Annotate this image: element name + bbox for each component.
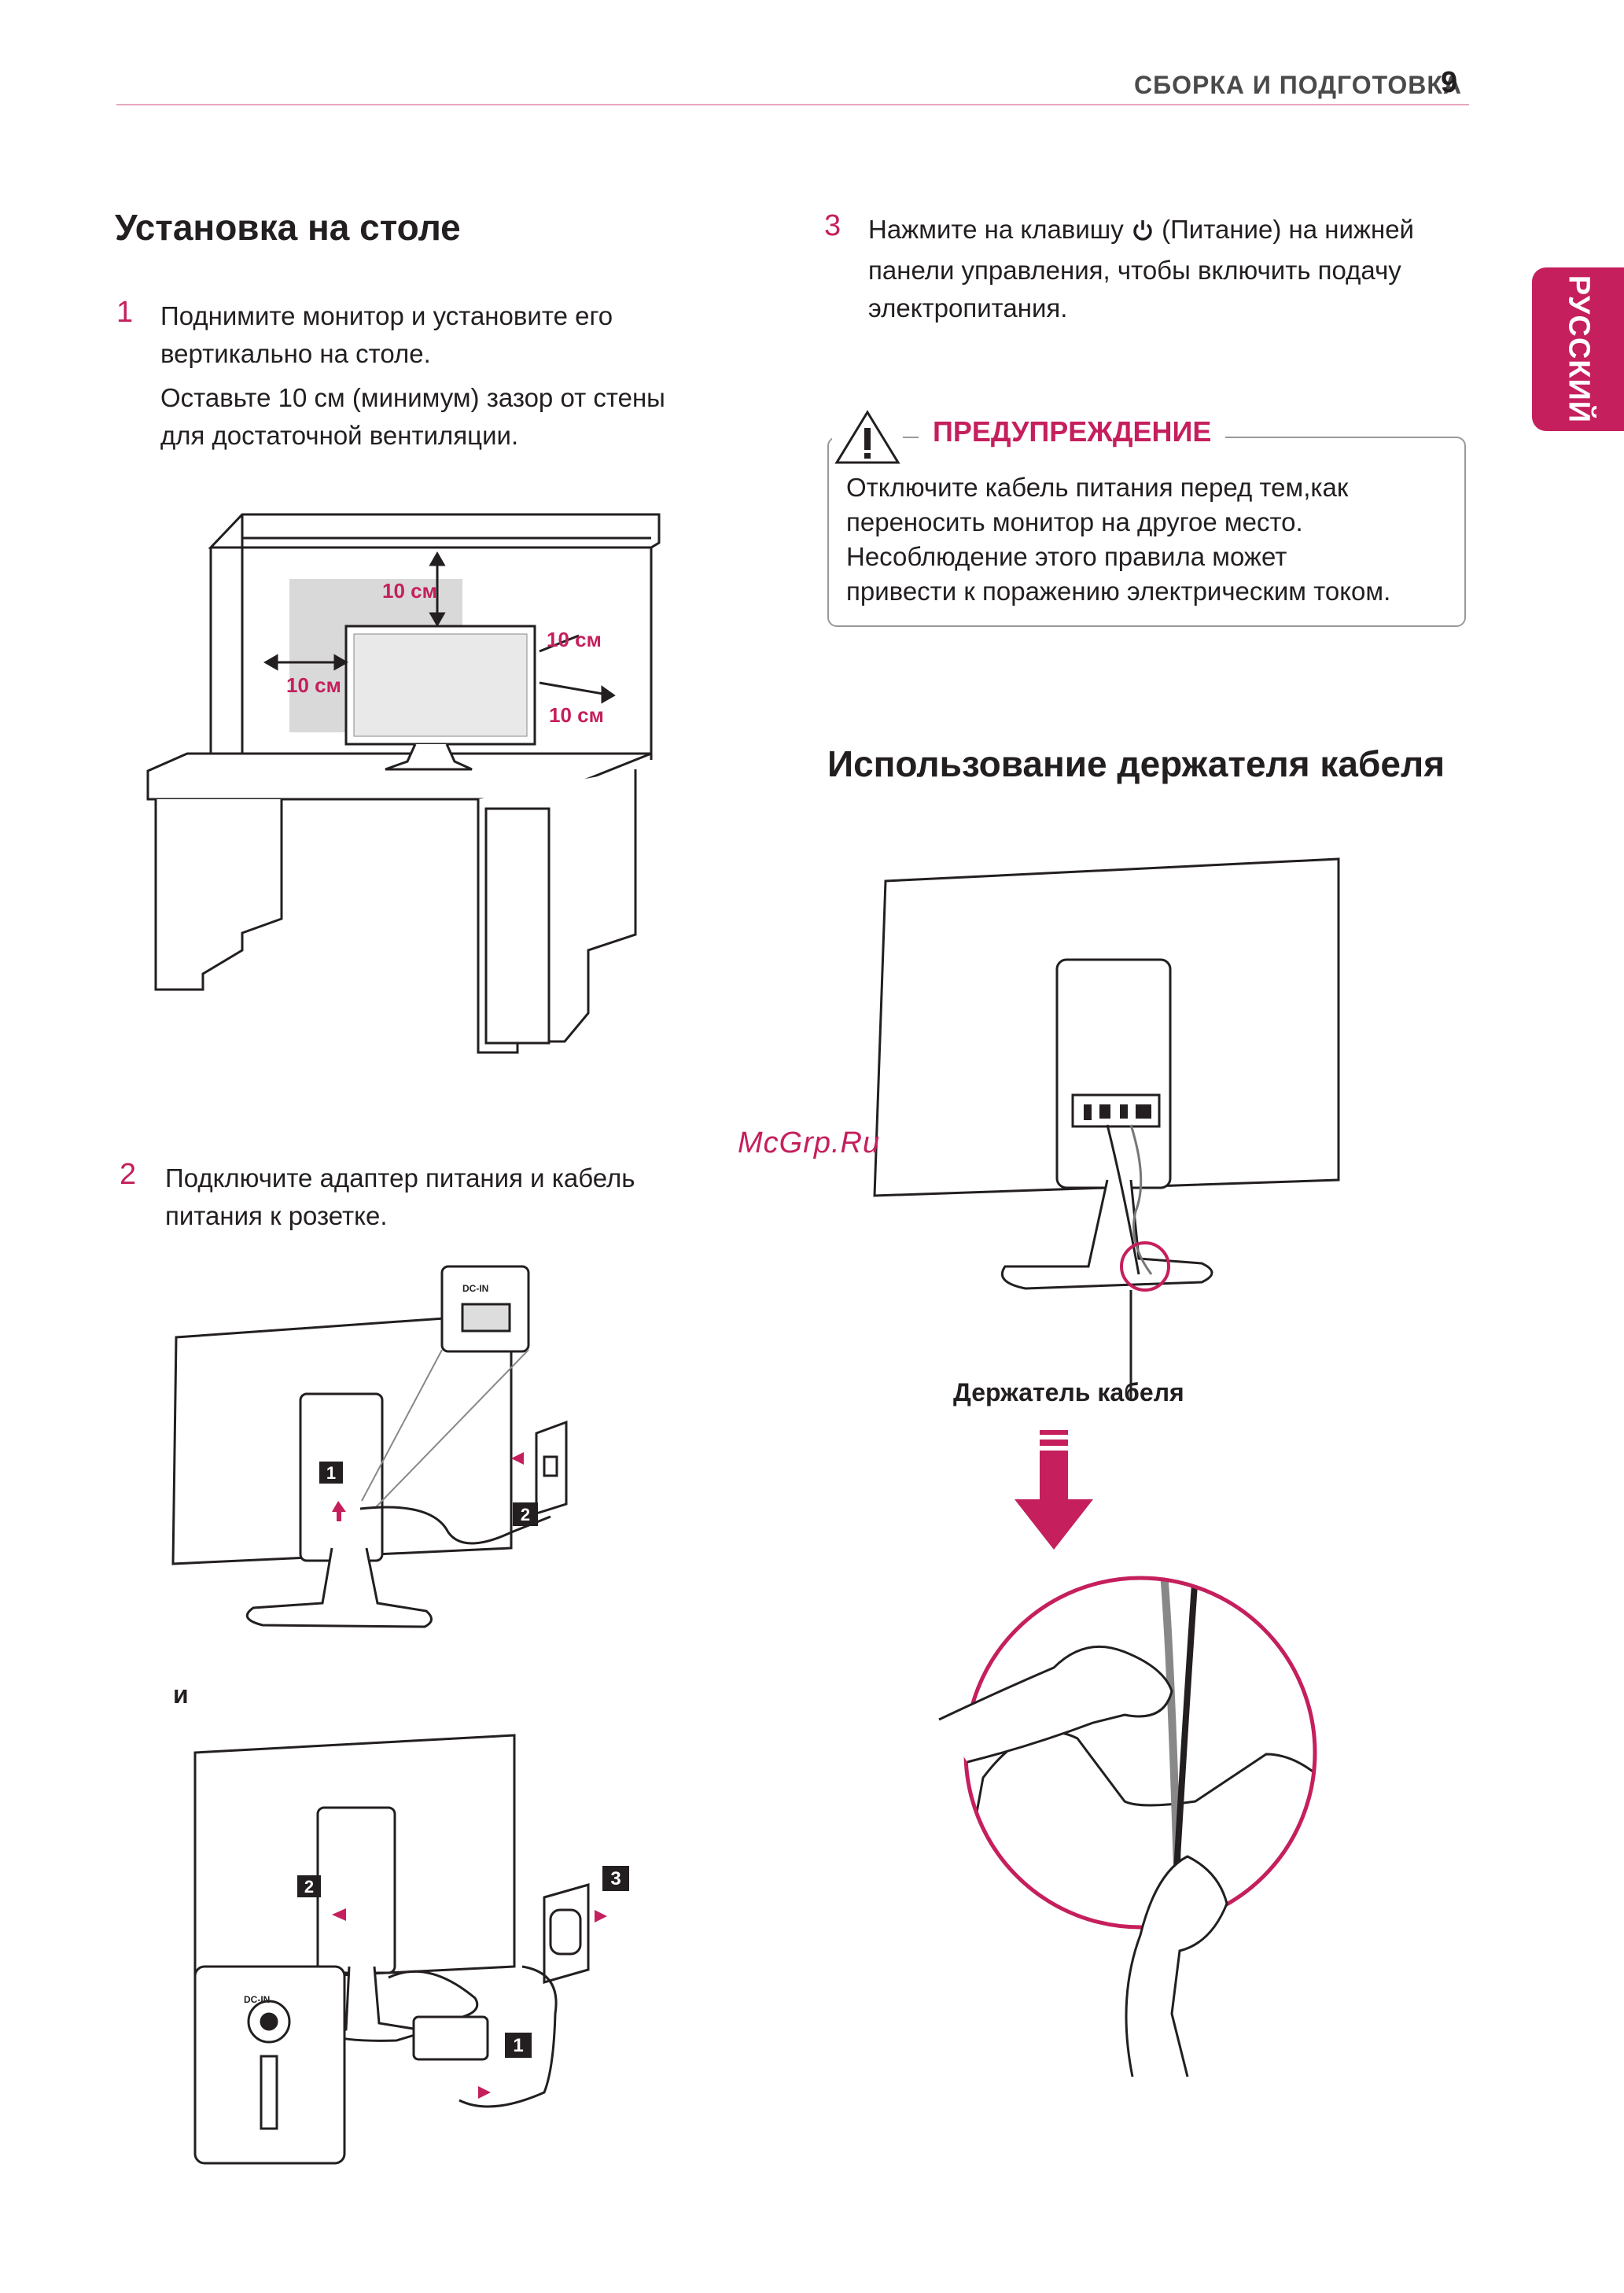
power-icon	[1131, 214, 1154, 252]
step-number-2: 2	[120, 1158, 137, 1191]
step-number-1: 1	[116, 296, 134, 329]
step-number-3: 3	[824, 209, 841, 242]
warning-line-4: привести к поражению электрическим током…	[846, 577, 1391, 606]
step-3-text: Нажмите на клавишу (Питание) на нижней п…	[868, 211, 1497, 327]
badge-1-b: 1	[505, 2033, 532, 2058]
step-1-line-1: Поднимите монитор и установите его	[160, 301, 613, 330]
warning-line-2: переносить монитор на другое место.	[846, 507, 1303, 536]
step-3-line-1-a: Нажмите на клавишу	[868, 215, 1124, 244]
step-2-text: Подключите адаптер питания и кабель пита…	[165, 1159, 747, 1235]
clearance-top-label: 10 см	[382, 579, 437, 603]
watermark: McGrp.Ru	[738, 1126, 881, 1159]
svg-text:3: 3	[610, 1868, 621, 1889]
port-label-b: DC-IN	[244, 1994, 270, 2005]
badge-2-b: 2	[297, 1875, 321, 1897]
step-3-line-3: электропитания.	[868, 293, 1068, 323]
step-3-line-1-b: (Питание) на нижней	[1162, 215, 1414, 244]
page-number: 9	[1441, 66, 1458, 99]
step-1-line-2: вертикально на столе.	[160, 339, 431, 368]
step-3-line-1: Нажмите на клавишу (Питание) на нижней	[868, 211, 1497, 252]
section-heading-cable-holder: Использование держателя кабеля	[827, 743, 1445, 784]
svg-text:1: 1	[513, 2035, 523, 2056]
warning-line-3: Несоблюдение этого правила может	[846, 542, 1287, 571]
down-arrow-icon	[1015, 1430, 1093, 1550]
port-label-a: DC-IN	[462, 1283, 488, 1294]
section-title: СБОРКА И ПОДГОТОВКА	[1133, 71, 1462, 99]
section-heading-desk: Установка на столе	[115, 207, 461, 248]
badge-2-a: 2	[513, 1502, 538, 1526]
step-3-line-2: панели управления, чтобы включить подачу	[868, 256, 1401, 285]
step-2-line-1: Подключите адаптер питания и кабель	[165, 1163, 635, 1193]
step-1-text: Поднимите монитор и установите его верти…	[160, 297, 758, 455]
clearance-left-label: 10 см	[286, 673, 341, 697]
desk-clearance-illustration: 10 см 10 см 10 см 10 см	[146, 513, 661, 1054]
warning-triangle-icon	[832, 409, 903, 466]
step-1-line-4: для достаточной вентиляции.	[160, 421, 519, 450]
svg-text:2: 2	[521, 1505, 530, 1524]
monitor-back-illustration	[873, 857, 1340, 1400]
adapter-connection-illustration-b: DC-IN 2 3 1	[193, 1734, 629, 2165]
language-tab-label: РУССКИЙ	[1562, 275, 1595, 424]
cable-holder-detail-illustration	[938, 1576, 1317, 2077]
step-2-line-2: питания к розетке.	[165, 1201, 388, 1230]
language-tab: РУССКИЙ	[1532, 267, 1624, 431]
clearance-right-bottom-label: 10 см	[549, 703, 604, 727]
svg-text:2: 2	[304, 1877, 314, 1897]
svg-text:1: 1	[326, 1463, 336, 1483]
adapter-connection-illustration-a: DC-IN 1 2	[171, 1265, 568, 1628]
warning-title: ПРЕДУПРЕЖДЕНИЕ	[919, 415, 1226, 448]
header-divider	[116, 104, 1469, 105]
badge-3-b: 3	[602, 1866, 629, 1891]
desk-monitor-icon	[344, 625, 536, 771]
clearance-right-top-label: 10 см	[547, 628, 602, 651]
warning-line-1: Отключите кабель питания перед тем,как	[846, 473, 1349, 502]
badge-1-a: 1	[319, 1462, 343, 1484]
cable-holder-caption: Держатель кабеля	[953, 1378, 1184, 1406]
step-1-line-3: Оставьте 10 см (минимум) зазор от стены	[160, 383, 665, 412]
conjunction-and: и	[173, 1680, 189, 1709]
warning-text: Отключите кабель питания перед тем,как п…	[846, 470, 1452, 609]
